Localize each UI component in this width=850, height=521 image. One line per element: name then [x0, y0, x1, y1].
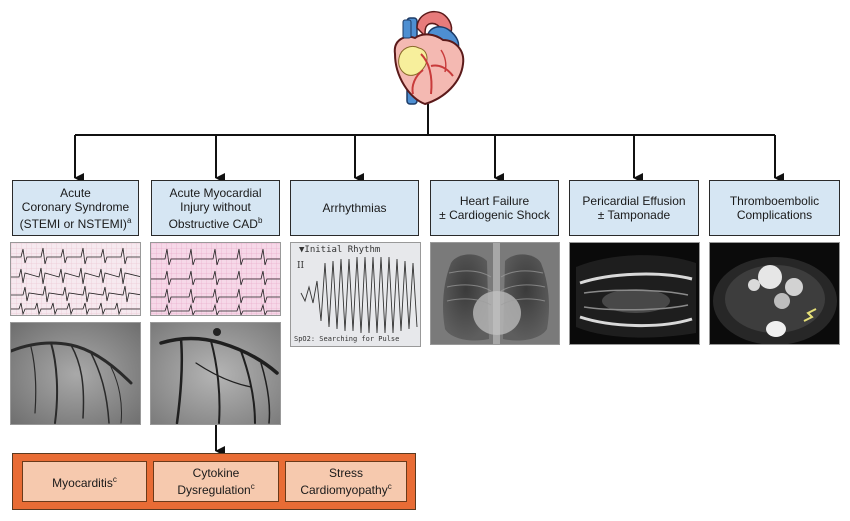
category-injury-label: Acute Myocardial Injury without Obstruct…: [168, 185, 262, 231]
footnote-marker: c: [112, 475, 117, 484]
category-heart-failure-label: Heart Failure ± Cardiogenic Shock: [439, 194, 550, 222]
category-heart-failure: Heart Failure ± Cardiogenic Shock: [430, 180, 559, 236]
angiogram-image-acs: [10, 322, 141, 425]
footnote-marker: c: [387, 482, 392, 491]
rhythm-strip-footer: SpO2: Searching for Pulse: [294, 335, 400, 343]
category-arrhythmias: Arrhythmias: [290, 180, 419, 236]
footnote-marker: b: [257, 215, 263, 225]
chest-xray-image: [430, 242, 560, 345]
ct-graphic: [710, 243, 839, 344]
angiogram-image-injury: [150, 322, 281, 425]
echo-image: [569, 242, 700, 345]
footnote-marker: a: [126, 215, 132, 225]
category-pericardial-label: Pericardial Effusion ± Tamponade: [582, 194, 686, 222]
ecg-trace: [11, 243, 140, 315]
category-thromboembolic-label: Thromboembolic Complications: [729, 194, 820, 222]
category-acs-label: Acute Coronary Syndrome (STEMI or NSTEMI…: [19, 185, 130, 231]
category-arrhythmias-label: Arrhythmias: [322, 201, 387, 215]
category-injury: Acute Myocardial Injury without Obstruct…: [151, 180, 280, 236]
chest-xray-graphic: [431, 243, 559, 344]
vt-trace: [300, 256, 418, 334]
subgroup-myocarditis: Myocarditisc: [22, 461, 147, 502]
heart-icon: [393, 10, 465, 106]
angiogram-vessels: [151, 323, 280, 424]
category-thromboembolic: Thromboembolic Complications: [709, 180, 840, 236]
subgroup-stress: Stress Cardiomyopathyc: [285, 461, 407, 502]
angiogram-vessels: [11, 323, 140, 424]
echo-graphic: [570, 243, 699, 344]
category-pericardial: Pericardial Effusion ± Tamponade: [569, 180, 699, 236]
subgroup-myocarditis-label: Myocarditis: [52, 476, 113, 490]
ecg-image-injury: [150, 242, 281, 316]
subgroup-stress-label: Stress Cardiomyopathy: [300, 466, 388, 497]
ecg-trace: [151, 243, 280, 315]
ct-scan-image: [709, 242, 840, 345]
rhythm-strip-title: ▼Initial Rhythm: [299, 245, 381, 255]
subgroup-cytokine: Cytokine Dysregulationc: [153, 461, 279, 502]
rhythm-strip-image: ▼Initial Rhythm II SpO2: Searching for P…: [290, 242, 421, 347]
category-acs: Acute Coronary Syndrome (STEMI or NSTEMI…: [12, 180, 139, 236]
rhythm-strip-lead: II: [297, 261, 305, 271]
subgroup-cytokine-label: Cytokine Dysregulation: [177, 466, 251, 497]
footnote-marker: c: [250, 482, 255, 491]
ecg-image-acs: [10, 242, 141, 316]
